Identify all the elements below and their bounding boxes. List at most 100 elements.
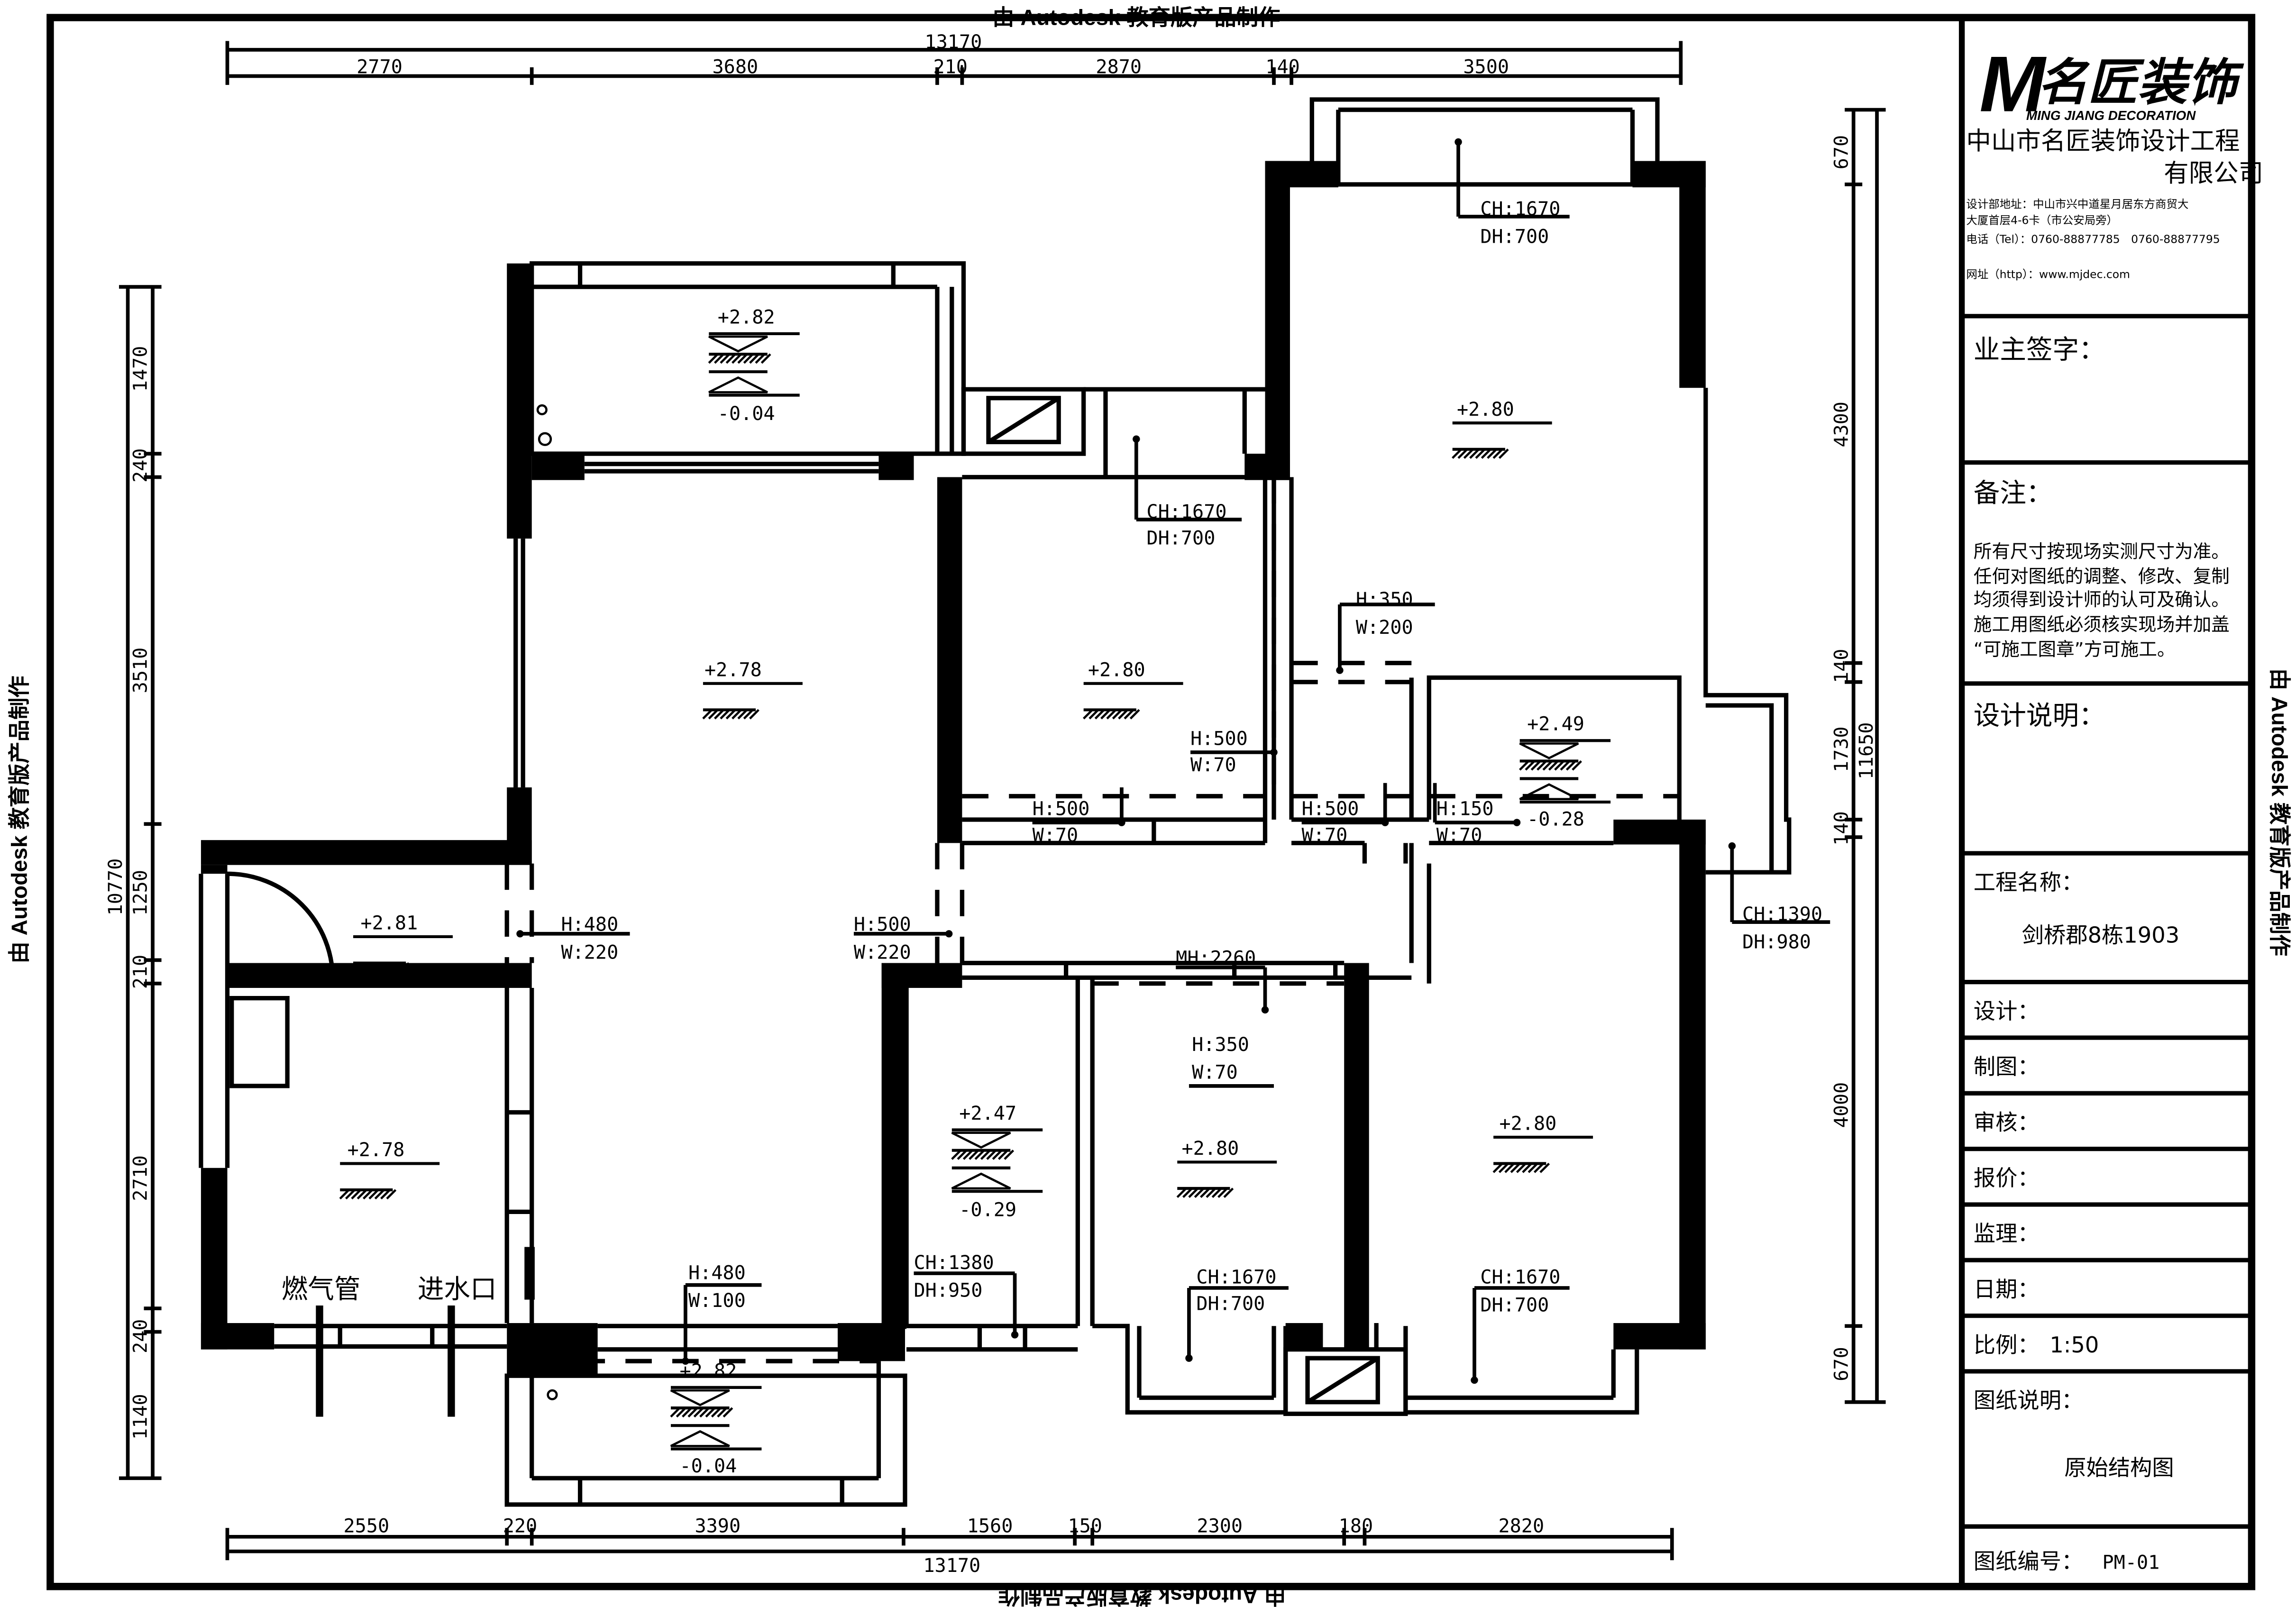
logo-mark: M: [1979, 40, 2047, 128]
company-address-2: 大厦首层4-6卡（市公安局旁）: [1966, 213, 2118, 227]
dim-left-2: 3510: [130, 648, 152, 694]
watermark-bottom: 由 Autodesk 教育版产品制作: [998, 1583, 1286, 1607]
dim-bottom-6: 180: [1339, 1516, 1373, 1537]
title-block: M 名匠装饰 MING JIANG DECORATION 中山市名匠装饰设计工程…: [1958, 18, 2263, 1587]
drawing-no-value: PM-01: [2103, 1552, 2160, 1574]
dim-right-total: 11650: [1856, 722, 1877, 779]
dim-bottom-3: 1560: [967, 1516, 1013, 1537]
mid-window-dh: DH:700: [1146, 528, 1215, 549]
designer-label: 设计：: [1974, 998, 2040, 1024]
dim-left-1: 240: [130, 448, 152, 483]
level-bedroom-top-right: +2.80: [1457, 399, 1514, 420]
balcony-beam-w: W:100: [688, 1290, 746, 1312]
bedroom-mid-window-dh: DH:700: [1196, 1293, 1265, 1315]
level-balcony-top-floor: -0.04: [718, 403, 775, 425]
level-bath-bottom-ceiling: +2.47: [959, 1103, 1016, 1124]
beam-living-right-h: H:500: [854, 914, 911, 936]
dim-right-0: 670: [1830, 135, 1852, 169]
ac-unit-icons: [987, 396, 1379, 1404]
dim-top-total: 13170: [924, 31, 982, 53]
drawing-desc-label: 图纸说明：: [1974, 1388, 2083, 1413]
dim-bottom-4: 150: [1068, 1516, 1102, 1537]
water-inlet-label: 进水口: [418, 1274, 497, 1305]
gas-pipe-label: 燃气管: [282, 1274, 361, 1305]
level-hatch-symbol: [1083, 682, 1183, 720]
dimension-top: 13170 2770 3680 210 2870 140 3500: [225, 31, 1683, 85]
beam-mid-bottom-h: H:500: [1033, 798, 1090, 820]
remark-line-1: 所有尺寸按现场实测尺寸为准。: [1974, 541, 2230, 562]
level-bedroom-bottom-right: +2.80: [1499, 1113, 1556, 1134]
watermark-right: 由 Autodesk 教育版产品制作: [2268, 668, 2292, 956]
scale-label: 比例：: [1974, 1332, 2040, 1358]
design-notes-label: 设计说明：: [1974, 700, 2105, 731]
level-bedroom-mid-top: +2.80: [1088, 659, 1145, 681]
dim-right-1: 4300: [1830, 402, 1852, 447]
company-address-1: 设计部地址：中山市兴中道星月居东方商贸大: [1966, 197, 2188, 210]
structural-walls: [201, 161, 1706, 1376]
owner-signature-label: 业主签字：: [1974, 334, 2105, 365]
review-label: 审核：: [1974, 1109, 2040, 1135]
quote-label: 报价：: [1974, 1165, 2040, 1191]
dim-top-3: 2870: [1096, 56, 1142, 78]
watermark-left: 由 Autodesk 教育版产品制作: [7, 676, 32, 963]
remark-line-4: 施工用图纸必须核实现场并加盖: [1974, 614, 2230, 636]
bedroom-right-window-ch: CH:1670: [1480, 1267, 1560, 1288]
dimension-right: 670 4300 140 1730 140 4000 670 11650: [1830, 108, 1886, 1404]
beam-mid-vert-h: H:500: [1190, 728, 1248, 750]
beam-mh: MH:2260: [1176, 948, 1256, 969]
beam-bath-bottom-w: W:70: [1436, 824, 1482, 846]
logo-english: MING JIANG DECORATION: [2026, 108, 2196, 123]
pipe-markers: [316, 1305, 455, 1417]
level-bedroom-bottom-mid: +2.80: [1182, 1138, 1239, 1160]
opening-annotations: CH:1670 DH:700 CH:1670 DH:700 H:350 W:20…: [520, 142, 1830, 1380]
bedroom-right-window-dh: DH:700: [1480, 1294, 1549, 1316]
level-hatch-symbol: [1452, 421, 1552, 459]
level-kitchen: +2.78: [348, 1139, 405, 1161]
watermark-top: 由 Autodesk 教育版产品制作: [992, 5, 1280, 29]
dimension-bottom: 2550 220 3390 1560 150 2300 180 2820 131…: [225, 1516, 1674, 1577]
dim-bottom-7: 2820: [1498, 1516, 1544, 1537]
dim-left-3: 1250: [130, 870, 152, 916]
bath-window-ch: CH:1380: [914, 1252, 994, 1274]
drawing-no-label: 图纸编号：: [1974, 1549, 2083, 1574]
dim-right-5: 4000: [1830, 1082, 1852, 1128]
beam-bedroom-mid-w: W:70: [1192, 1061, 1238, 1083]
beam-bedroom-mid-h: H:350: [1192, 1034, 1249, 1056]
dim-top-4: 140: [1265, 56, 1299, 78]
level-hatch-symbol: [708, 332, 800, 397]
beam-right-bottom-w: W:70: [1302, 824, 1348, 846]
company-name-line1: 中山市名匠装饰设计工程: [1966, 127, 2240, 155]
side-window-ch: CH:1390: [1742, 904, 1822, 925]
dim-bottom-1: 220: [503, 1516, 537, 1537]
level-hatch-symbol: [951, 1128, 1043, 1193]
level-hatch-symbol: [339, 1162, 440, 1200]
dim-top-5: 3500: [1463, 56, 1509, 78]
remark-line-3: 均须得到设计师的认可及确认。: [1974, 589, 2230, 611]
balcony-beam-h: H:480: [688, 1262, 746, 1284]
company-name-line2: 有限公司: [2164, 159, 2263, 188]
bedroom-mid-window-ch: CH:1670: [1196, 1267, 1276, 1288]
level-bath-bottom-floor: -0.29: [959, 1199, 1016, 1221]
dim-top-1: 3680: [713, 56, 759, 78]
beam-mid-vert-w: W:70: [1190, 754, 1236, 776]
dim-left-total: 10770: [105, 858, 127, 916]
bath-window-dh: DH:950: [914, 1279, 983, 1301]
beam-bath-bottom-h: H:150: [1436, 798, 1494, 820]
level-corridor: +2.81: [360, 913, 418, 934]
level-hatch-symbol: [1519, 739, 1611, 804]
drawn-by-label: 制图：: [1974, 1054, 2040, 1079]
drain-icon: [538, 432, 552, 446]
beam-living-right-w: W:220: [854, 941, 911, 963]
drain-icon: [547, 1389, 558, 1400]
mid-window-ch: CH:1670: [1146, 501, 1226, 523]
level-balcony-bottom-ceiling: +2.82: [680, 1360, 737, 1382]
company-phone: 电话（Tel）：0760-88877785 0760-88877795: [1966, 233, 2220, 246]
drain-icon: [536, 404, 548, 416]
level-bath-right-ceiling: +2.49: [1527, 713, 1584, 735]
level-balcony-top-ceiling: +2.82: [718, 306, 775, 328]
dim-right-4: 140: [1830, 811, 1852, 845]
dim-right-3: 1730: [1830, 726, 1852, 772]
dim-left-7: 1140: [130, 1394, 152, 1440]
leader-dots: [516, 138, 1736, 1384]
dim-right-2: 140: [1830, 649, 1852, 683]
